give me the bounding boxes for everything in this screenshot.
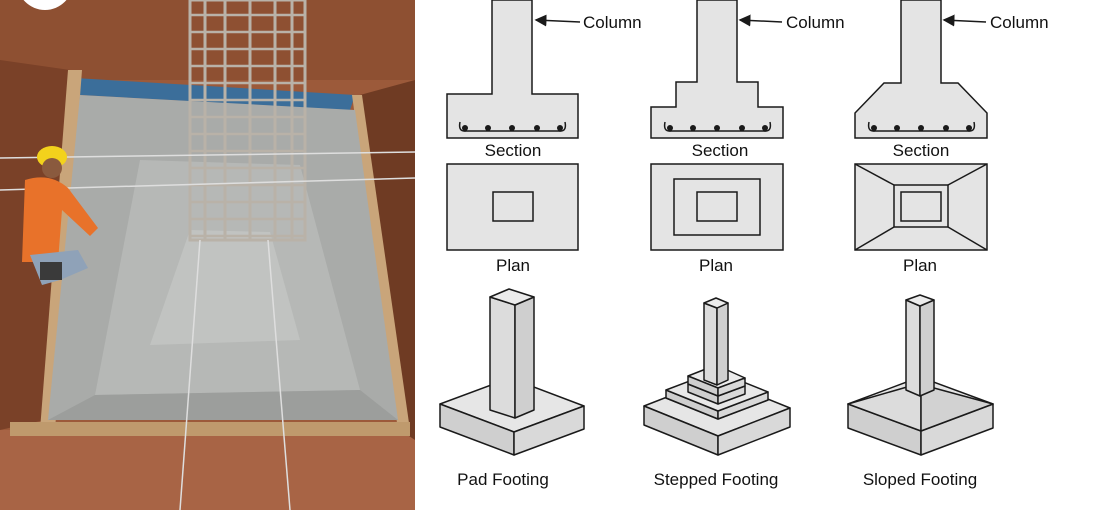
stepped-plan-label: Plan: [699, 256, 733, 275]
construction-photo-illustration: [0, 0, 415, 510]
pad-column-label: Column: [583, 13, 642, 32]
formwork-left: [40, 70, 82, 430]
stepped-footing-title: Stepped Footing: [654, 470, 779, 489]
worker: [22, 146, 98, 285]
pad-footing-section: [446, 0, 579, 139]
stepped-footing-3d: [643, 297, 791, 456]
stepped-section-label: Section: [692, 141, 749, 160]
worker-shirt: [22, 177, 98, 262]
sloped-column-label: Column: [990, 13, 1049, 32]
stepped-footing-section: [650, 0, 784, 139]
stepped-footing-plan: [650, 163, 784, 251]
pad-footing-3d: [439, 288, 585, 456]
formwork-bottom: [10, 422, 410, 436]
pad-column-arrow: [534, 14, 581, 27]
tarp: [75, 78, 355, 110]
guide-string: [0, 151, 415, 159]
sloped-footing-3d: [847, 294, 994, 456]
pad-footing-title: Pad Footing: [457, 470, 549, 489]
sloped-footing-plan: [854, 163, 988, 251]
construction-photo: [0, 0, 415, 510]
pad-section-label: Section: [485, 141, 542, 160]
pad-plan-label: Plan: [496, 256, 530, 275]
sloped-plan-label: Plan: [903, 256, 937, 275]
footing-types-diagram: Column Section Plan Pad Footing: [415, 0, 1100, 510]
sloped-footing-title: Sloped Footing: [863, 470, 977, 489]
stepped-column-label: Column: [786, 13, 845, 32]
stepped-column-arrow: [738, 14, 783, 27]
rebar-cage: [188, 0, 307, 242]
sloped-section-label: Section: [893, 141, 950, 160]
sloped-column-arrow: [942, 14, 987, 27]
footing-diagram-svg: Column Section Plan Pad Footing: [439, 0, 1049, 489]
soil-foreground: [0, 430, 415, 510]
sloped-footing-section: [854, 0, 988, 139]
pad-footing-plan: [446, 163, 579, 251]
